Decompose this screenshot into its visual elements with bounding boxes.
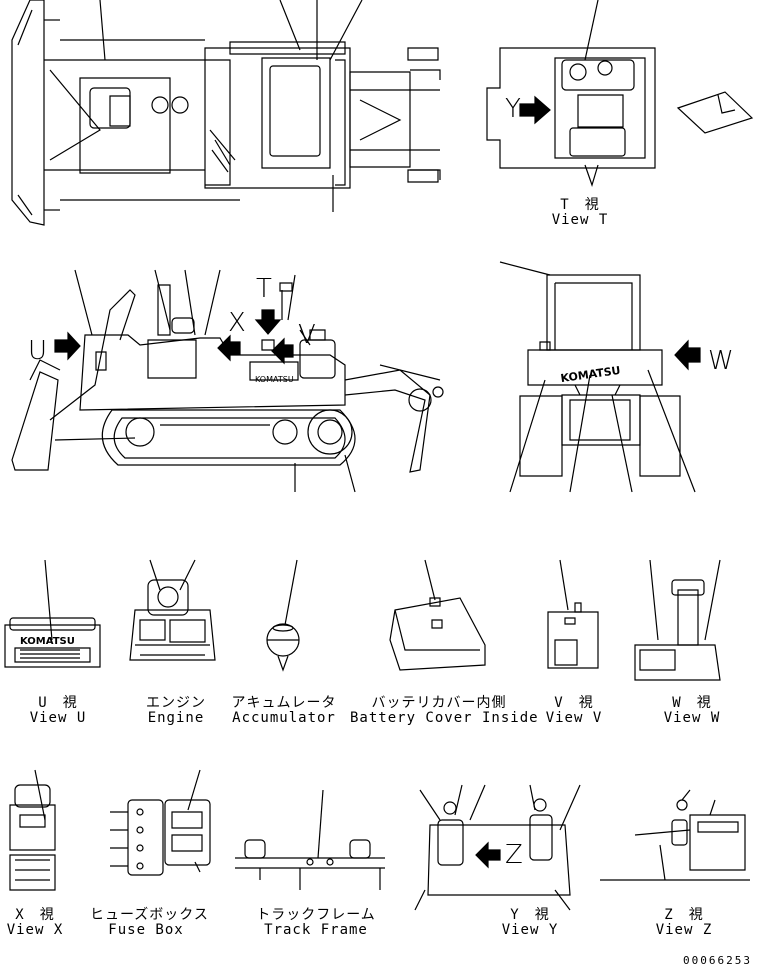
label-battery-cover: バッテリカバー内側 Battery Cover Inside	[350, 695, 539, 726]
side-view-dozer: KOMATSU	[12, 270, 443, 492]
view-x-drawing	[10, 770, 55, 890]
callout-u: U	[28, 336, 48, 366]
label-view-y-en: View Y	[501, 922, 559, 938]
label-track-frame-en: Track Frame	[264, 922, 368, 938]
label-view-y-jp: Y 視	[510, 907, 550, 923]
label-track-frame-jp: トラックフレーム	[256, 907, 376, 923]
document-number: 00066253	[683, 954, 752, 967]
label-view-w-en: View W	[663, 710, 721, 726]
label-view-t-en: View T	[551, 212, 609, 228]
label-accumulator-en: Accumulator	[232, 710, 336, 726]
label-view-z-jp: Z 視	[664, 907, 704, 923]
callout-t: T	[256, 274, 272, 304]
callout-x: X	[228, 308, 246, 338]
top-view-dozer	[12, 0, 440, 225]
view-v-drawing	[548, 560, 598, 668]
label-fuse-box: ヒューズボックス Fuse Box	[90, 907, 209, 938]
rear-view-dozer: KOMATSU	[500, 262, 700, 492]
label-view-x: X 視 View X	[0, 908, 70, 938]
view-y-drawing	[415, 785, 580, 910]
label-track-frame: トラックフレーム Track Frame	[256, 908, 376, 938]
label-view-w: W 視 View W	[652, 696, 732, 726]
callout-z: Z	[505, 840, 523, 870]
label-accumulator: アキュムレータ Accumulator	[228, 696, 340, 726]
label-view-t-jp: T 視	[560, 197, 600, 213]
label-battery-cover-en: Battery Cover Inside	[350, 710, 539, 726]
label-view-x-en: View X	[6, 922, 64, 938]
svg-text:KOMATSU: KOMATSU	[560, 364, 622, 385]
view-z-drawing	[600, 790, 750, 880]
accumulator-drawing	[267, 560, 299, 670]
label-engine: エンジン Engine	[136, 696, 216, 726]
label-view-v-en: View V	[545, 710, 603, 726]
label-view-u: U 視 View U	[18, 696, 98, 726]
label-view-z-en: View Z	[655, 922, 713, 938]
label-engine-jp: エンジン	[146, 695, 206, 711]
label-view-v: V 視 View V	[534, 696, 614, 726]
view-u-drawing: KOMATSU	[5, 560, 100, 667]
callout-w: W	[708, 346, 734, 376]
engine-drawing	[130, 560, 215, 660]
label-view-y: Y 視 View Y	[490, 908, 570, 938]
label-view-w-jp: W 視	[672, 695, 712, 711]
battery-cover-drawing	[390, 560, 485, 670]
svg-text:KOMATSU: KOMATSU	[20, 636, 75, 647]
svg-text:KOMATSU: KOMATSU	[255, 375, 294, 384]
label-battery-cover-jp: バッテリカバー内側	[371, 695, 507, 711]
fuse-box-drawing	[110, 770, 210, 875]
label-fuse-box-en: Fuse Box	[108, 922, 184, 938]
callout-v: V	[298, 320, 316, 350]
label-view-v-jp: V 視	[554, 695, 594, 711]
callout-y: Y	[505, 94, 521, 124]
label-view-u-jp: U 視	[38, 695, 78, 711]
label-fuse-box-jp: ヒューズボックス	[90, 907, 209, 923]
label-view-t: T 視 View T	[540, 198, 620, 228]
label-view-z: Z 視 View Z	[644, 908, 724, 938]
label-view-x-jp: X 視	[15, 907, 55, 923]
view-t-drawing	[487, 0, 752, 185]
label-accumulator-jp: アキュムレータ	[231, 695, 337, 711]
label-view-u-en: View U	[29, 710, 87, 726]
label-engine-en: Engine	[147, 710, 205, 726]
view-w-drawing	[635, 560, 720, 680]
track-frame-drawing	[235, 790, 385, 890]
